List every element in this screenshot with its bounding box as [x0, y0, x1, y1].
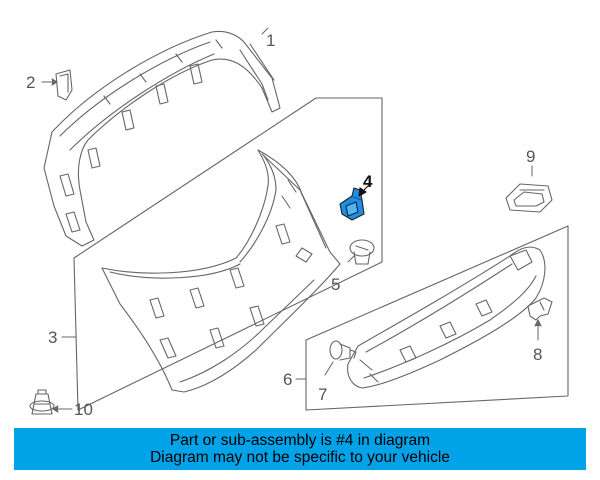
- callout-10: 10: [74, 400, 93, 419]
- part-3-lower-trim: [101, 149, 341, 393]
- part-8-bracket: [527, 297, 553, 341]
- info-banner: Part or sub-assembly is #4 in diagram Di…: [14, 428, 586, 470]
- part-9-lamp: [505, 165, 553, 213]
- part-6-handle-garnish: [347, 246, 546, 389]
- part-10-fastener: [29, 389, 73, 415]
- banner-line-part: Part or sub-assembly is #4 in diagram: [169, 432, 431, 449]
- parts-diagram: 1 2 3 4 5 6 7 8 9 10: [26, 27, 569, 419]
- part-6-group-frame: [305, 225, 569, 411]
- callout-9: 9: [526, 147, 535, 166]
- part-7-clip: [324, 340, 357, 376]
- callout-1: 1: [266, 31, 275, 50]
- callout-7: 7: [318, 385, 327, 404]
- part-5-push-pin: [347, 239, 375, 265]
- part-4-clip-highlighted: [339, 183, 371, 221]
- part-2-clip: [41, 69, 73, 101]
- part-1-upper-trim: [43, 30, 281, 247]
- leader-lines: [61, 27, 307, 380]
- callout-8: 8: [533, 345, 542, 364]
- callout-5: 5: [331, 275, 340, 294]
- banner-line-disclaimer: Diagram may not be specific to your vehi…: [150, 449, 450, 466]
- callout-6: 6: [283, 370, 292, 389]
- callout-2: 2: [26, 73, 35, 92]
- part-3-group-frame: [73, 97, 383, 411]
- callout-4: 4: [363, 172, 373, 191]
- callout-3: 3: [48, 328, 57, 347]
